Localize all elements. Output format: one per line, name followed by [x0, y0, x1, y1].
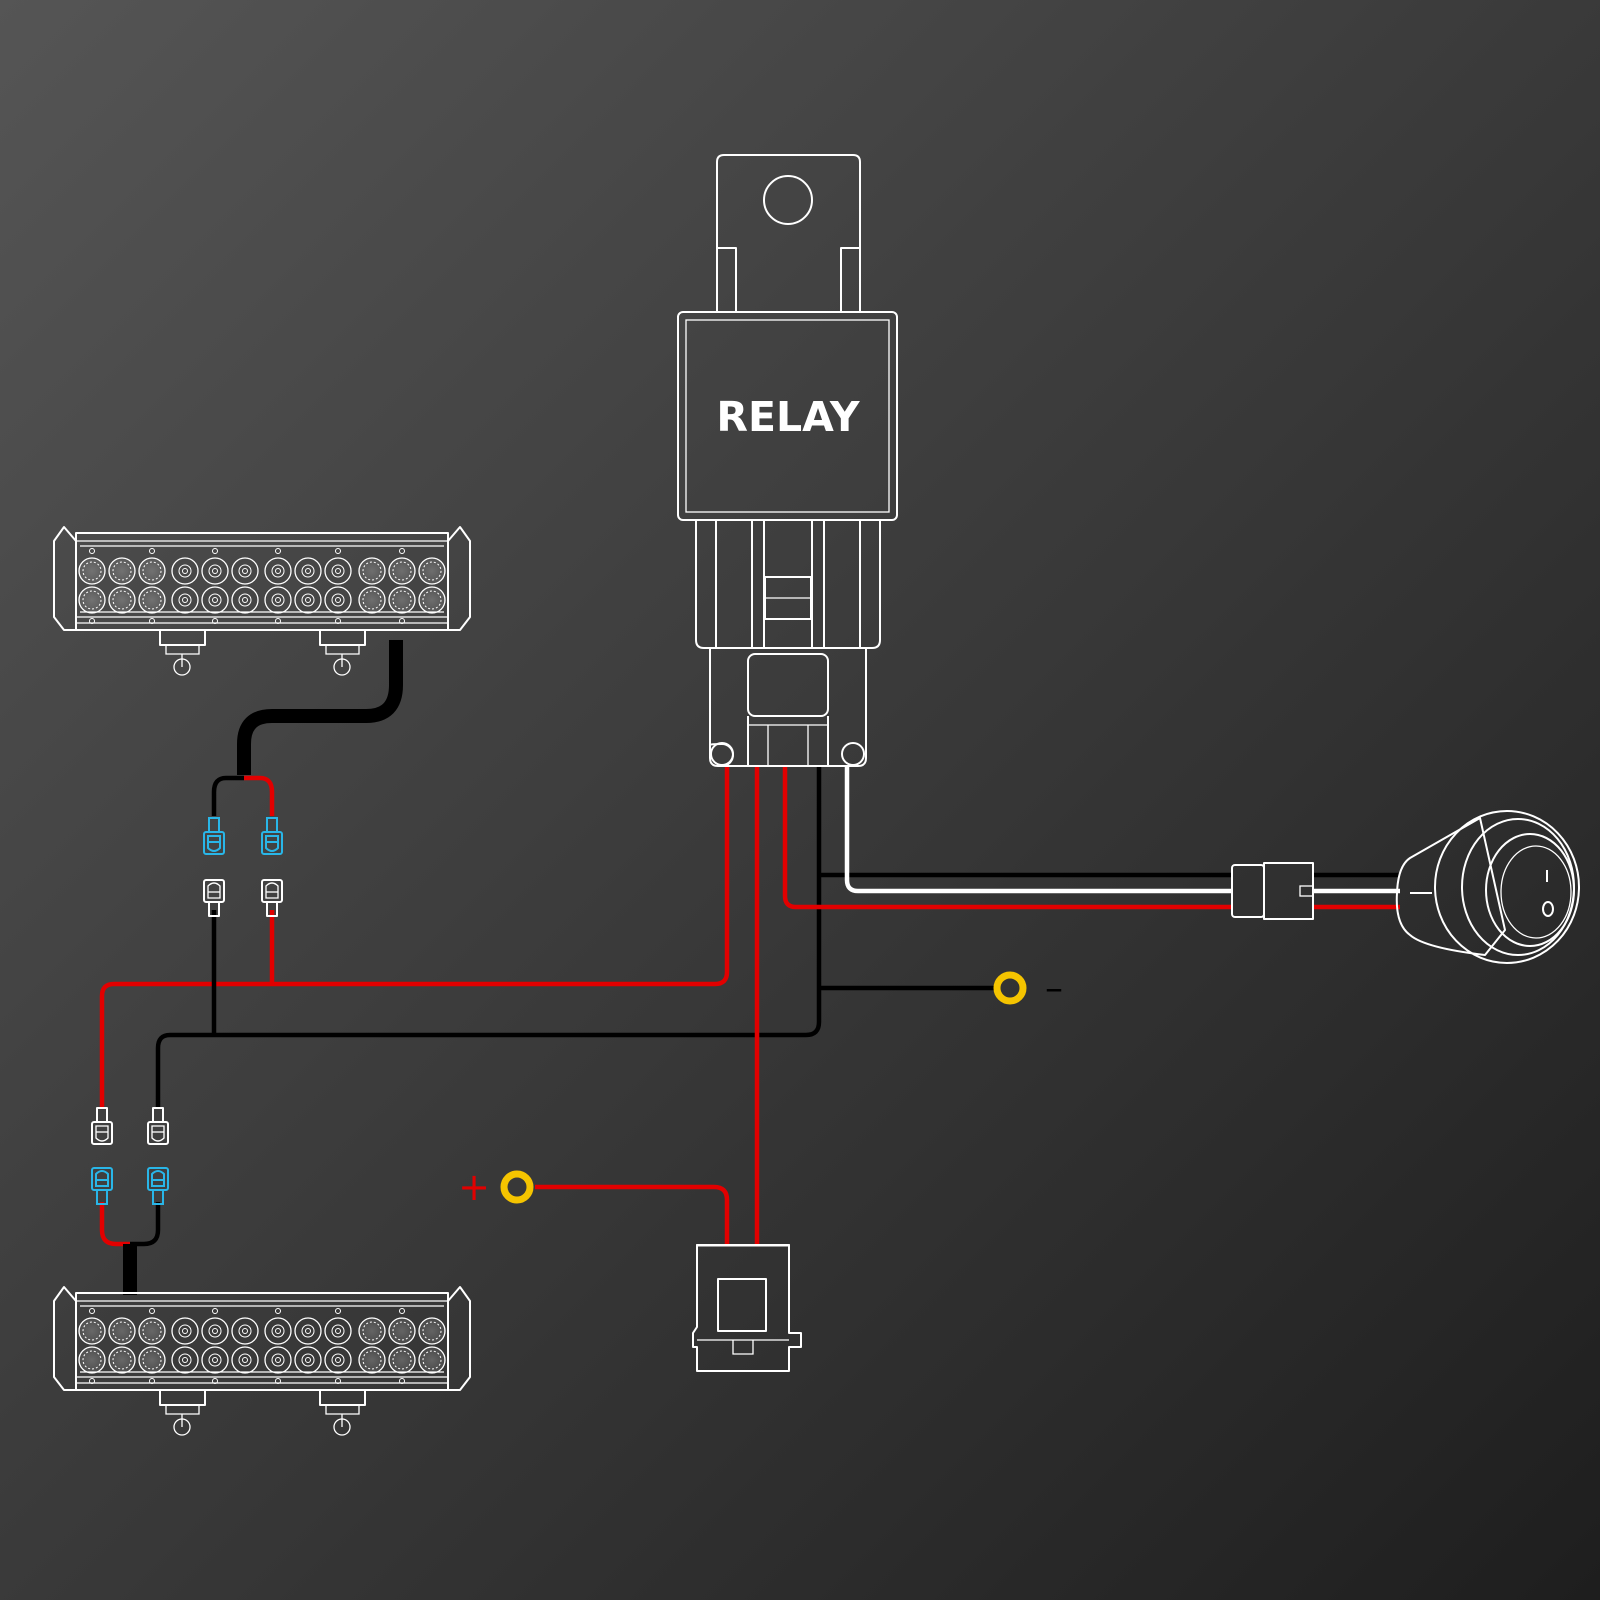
positive-terminal: + — [458, 1165, 534, 1209]
upper-lightbar-cable — [237, 640, 403, 775]
wires — [99, 640, 1400, 1295]
relay-icon: RELAY — [677, 154, 898, 767]
red-fuse-to-positive — [535, 1184, 730, 1245]
lower-split-black — [130, 1202, 161, 1247]
switch-red — [782, 766, 1232, 910]
ring-terminal-icon — [993, 971, 1027, 1005]
lower-split-red — [99, 1202, 130, 1247]
negative-terminal: – — [993, 968, 1063, 1009]
positive-symbol: + — [458, 1165, 490, 1209]
upper-split-black — [211, 775, 244, 816]
black-ground-to-lightbars — [155, 766, 822, 1108]
rocker-switch-icon — [1231, 810, 1580, 964]
relay-label: RELAY — [716, 393, 861, 441]
ring-terminal-icon — [500, 1170, 534, 1204]
upper-split-red — [244, 775, 275, 816]
red-feed-to-lightbars — [99, 766, 730, 1108]
negative-symbol: – — [1045, 968, 1063, 1009]
fuse-holder-icon — [692, 1244, 802, 1372]
switch-white — [844, 766, 1232, 894]
